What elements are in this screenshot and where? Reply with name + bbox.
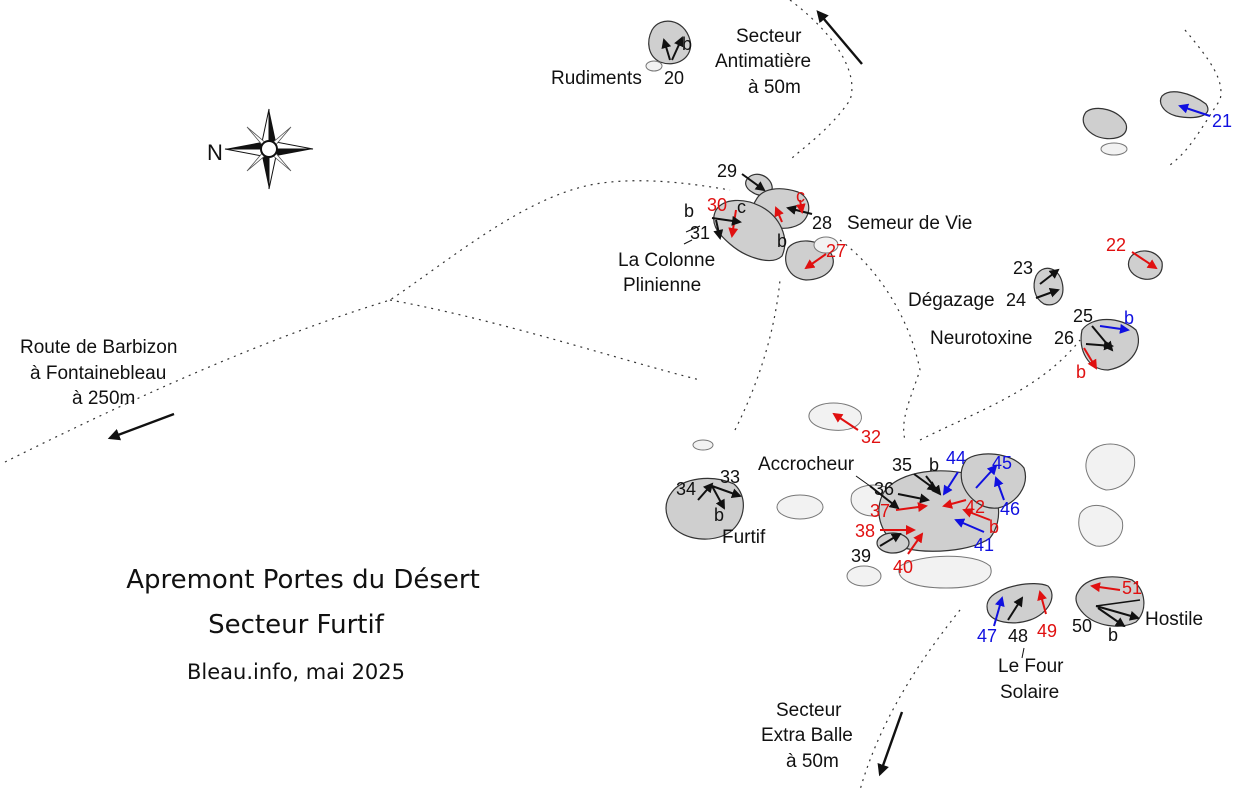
trail-colonne [734, 279, 781, 431]
problem-number: 35 [892, 455, 912, 475]
problem-number: 47 [977, 626, 997, 646]
problem-number: 41 [974, 535, 994, 555]
problem-number: 49 [1037, 621, 1057, 641]
map-title: Apremont Portes du Désert [126, 565, 480, 595]
label-colonne-1: La Colonne [618, 250, 715, 271]
problem-number: 26 [1054, 328, 1074, 348]
arrow-extra-balle-icon [877, 711, 904, 777]
label-extra-balle-2: Extra Balle [761, 725, 853, 746]
problem-number: 40 [893, 557, 913, 577]
title-block: Apremont Portes du Désert Secteur Furtif… [126, 565, 480, 684]
boulder-40-w [898, 555, 992, 589]
trail-barbizon [4, 180, 731, 463]
problem-number: 33 [720, 467, 740, 487]
boulder-degazage [1033, 267, 1064, 306]
label-semeur: Semeur de Vie [847, 213, 972, 234]
problem-number: c [796, 186, 805, 206]
problem-arrows [661, 36, 1211, 628]
problem-number: 30 [707, 195, 727, 215]
compass-icon [224, 108, 314, 190]
label-colonne-2: Plinienne [623, 275, 701, 296]
problem-number: b [1076, 362, 1086, 382]
boulder-39 [876, 532, 910, 554]
arrow-barbizon-icon [107, 412, 175, 441]
problem-number: b [929, 455, 939, 475]
problem-number: 46 [1000, 499, 1020, 519]
problem-number: 23 [1013, 258, 1033, 278]
direction-arrows [107, 10, 904, 777]
problem-number: 44 [946, 448, 966, 468]
label-extra-balle-3: à 50m [786, 751, 839, 772]
boulder-small-east [1100, 142, 1128, 156]
label-antimatiere-1: Secteur [736, 26, 802, 47]
problem-number: b [1124, 308, 1134, 328]
problem-number: 28 [812, 213, 832, 233]
label-rudiments: Rudiments [551, 68, 642, 89]
boulder-45 [960, 453, 1026, 509]
boulder-tiny [692, 439, 714, 451]
place-labels: Rudiments Semeur de Vie La Colonne Plini… [20, 26, 1203, 772]
problem-number: b [684, 201, 694, 221]
map-subtitle: Secteur Furtif [208, 610, 385, 640]
problem-number: 20 [664, 68, 684, 88]
boulder-rudiments-small [645, 60, 663, 72]
problem-number: 36 [874, 479, 894, 499]
trail-extra-balle [859, 609, 961, 791]
boulder-furtif [665, 477, 744, 540]
label-barbizon-3: à 250m [72, 388, 135, 409]
problem-number: 24 [1006, 290, 1026, 310]
problem-numbers: 20 b 21 22 23 24 25 b 26 b 27 28 c b 29 … [664, 34, 1232, 646]
compass-north-label: N [207, 140, 223, 165]
problem-number: 51 [1122, 578, 1142, 598]
label-extra-balle-1: Secteur [776, 700, 842, 721]
boulder-small-27 [813, 236, 839, 254]
label-neurotoxine: Neurotoxine [930, 328, 1032, 349]
problem-number: 48 [1008, 626, 1028, 646]
problem-number: b [1108, 625, 1118, 645]
problem-number: 38 [855, 521, 875, 541]
problem-number: 50 [1072, 616, 1092, 636]
trail-neurotoxine [919, 339, 1081, 441]
boulder-furtif-east [776, 494, 824, 520]
problem-number: 29 [717, 161, 737, 181]
map-credit: Bleau.info, mai 2025 [187, 660, 405, 684]
leader-lines [683, 225, 1025, 659]
problem-number: b [682, 34, 692, 54]
label-four-1: Le Four [998, 656, 1064, 677]
problem-number: 25 [1073, 306, 1093, 326]
problem-number: c [737, 197, 746, 217]
boulder-22 [1127, 250, 1163, 280]
problem-number: 37 [870, 501, 890, 521]
label-furtif: Furtif [722, 527, 766, 548]
label-accrocheur: Accrocheur [758, 454, 855, 475]
label-hostile: Hostile [1145, 609, 1203, 630]
problem-number: 27 [826, 241, 846, 261]
problem-number: 39 [851, 546, 871, 566]
label-four-2: Solaire [1000, 682, 1059, 703]
trail-east [1169, 29, 1222, 166]
trail-center [389, 299, 701, 381]
problem-number: 22 [1106, 235, 1126, 255]
problem-number: 31 [690, 223, 710, 243]
label-antimatiere-3: à 50m [748, 77, 801, 98]
problem-number: 34 [676, 479, 696, 499]
boulder-east-1 [1085, 443, 1136, 491]
boulder-nw-east [1082, 107, 1128, 140]
problem-number: b [989, 517, 999, 537]
problem-number: 32 [861, 427, 881, 447]
problem-number: b [777, 231, 787, 251]
problem-number: 42 [965, 497, 985, 517]
label-degazage: Dégazage [908, 290, 995, 311]
boulder-east-2 [1078, 505, 1124, 547]
label-barbizon-2: à Fontainebleau [30, 363, 166, 384]
problem-number: 45 [992, 453, 1012, 473]
label-antimatiere-2: Antimatière [715, 51, 811, 72]
problem-number: b [714, 505, 724, 525]
label-barbizon-1: Route de Barbizon [20, 337, 177, 358]
boulder-39-w [846, 565, 882, 587]
arrow-antimatiere-icon [816, 10, 863, 65]
trails [4, 0, 1222, 791]
problem-number: 21 [1212, 111, 1232, 131]
